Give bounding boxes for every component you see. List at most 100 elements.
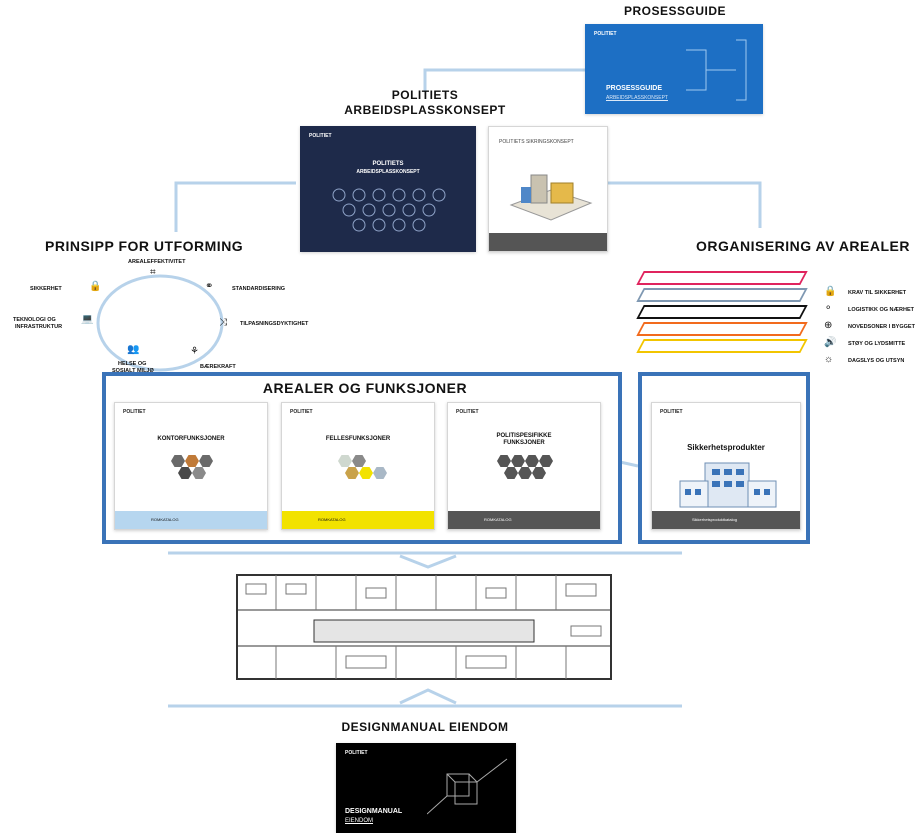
- romkatalog-label: ROMKATALOG: [151, 517, 179, 522]
- romkatalog-footer: ROMKATALOG: [282, 511, 434, 529]
- hex-cell: [338, 455, 352, 467]
- hex-cell: [359, 467, 373, 479]
- principles-circle: [96, 274, 224, 372]
- hex-cell: [185, 455, 199, 467]
- layer-novedsoner: [636, 305, 808, 319]
- kontor-title: KONTORFUNKSJONER: [157, 436, 225, 442]
- prosess-cover-title: PROSESSGUIDE: [606, 85, 663, 92]
- org-label-2: NOVEDSONER I BYGGET: [848, 324, 915, 330]
- cover-footer: [489, 233, 607, 251]
- hex-cell: [511, 455, 525, 467]
- skiring-cover-title: POLITIETS SIKRINGSKONSEPT: [499, 139, 574, 145]
- lock-icon: 🔒: [824, 286, 837, 297]
- sikkerhetsprodukter-cover[interactable]: POLITIET Sikkerhetsprodukter Sikkerhetsp…: [651, 402, 801, 530]
- hex-cell: [539, 455, 553, 467]
- hex-cell: [199, 455, 213, 467]
- hex-cell: [352, 455, 366, 467]
- hex-cell: [373, 467, 387, 479]
- prosessguide-cover[interactable]: POLITIET PROSESSGUIDE ARBEIDSPLASSKONSEP…: [585, 24, 763, 114]
- designmanual-heading: DESIGNMANUAL EIENDOM: [341, 720, 509, 734]
- hex-cell: [178, 467, 192, 479]
- prosessguide-heading: PROSESSGUIDE: [623, 4, 727, 18]
- cover-logo: POLITIET: [345, 750, 368, 756]
- principle-arealeffektivitet: AREALEFFEKTIVITET: [128, 259, 186, 265]
- sikringskonsept-cover[interactable]: POLITIETS SIKRINGSKONSEPT: [488, 126, 608, 252]
- sun-icon: ☼: [824, 354, 834, 365]
- hex-cell: [345, 467, 359, 479]
- felles-title: FELLESFUNKSJONER: [325, 436, 391, 442]
- principle-helse-2: SOSIALT MILJØ: [112, 368, 154, 374]
- arbeidsplass-heading-1: POLITIETS: [391, 88, 459, 102]
- designmanual-cover[interactable]: POLITIET DESIGNMANUAL EIENDOM: [336, 743, 516, 833]
- principle-baerekraft: BÆREKRAFT: [200, 364, 236, 370]
- cover-logo: POLITIET: [309, 133, 332, 139]
- sikkerhet-title: Sikkerhetsprodukter: [687, 443, 765, 452]
- lock-icon: 🔒: [89, 281, 102, 292]
- hex-cell: [525, 455, 539, 467]
- cover-logo: POLITIET: [290, 409, 313, 415]
- hex-cell: [532, 467, 546, 479]
- principle-teknologi-2: INFRASTRUKTUR: [15, 324, 63, 330]
- sikkerhet-frame: [638, 372, 810, 544]
- romkatalog-footer: ROMKATALOG: [115, 511, 267, 529]
- apk-cover-sub: ARBEIDSPLASSKONSEPT: [356, 169, 420, 175]
- sprout-icon: ⚘: [190, 346, 199, 357]
- cube-drawing-icon: [427, 758, 508, 815]
- prosess-cover-sub: ARBEIDSPLASSKONSEPT: [606, 95, 668, 101]
- arbeidsplasskonsept-cover[interactable]: POLITIET POLITIETS ARBEIDSPLASSKONSEPT: [300, 126, 476, 252]
- arealer-frame: [102, 372, 622, 544]
- hex-cell: [171, 455, 185, 467]
- cover-logo: POLITIET: [594, 31, 617, 37]
- org-label-4: DAGSLYS OG UTSYN: [848, 358, 905, 364]
- fellesfunksjoner-cover[interactable]: POLITIET FELLESFUNKSJONER ROMKATALOG: [281, 402, 435, 530]
- romkatalog-label: ROMKATALOG: [484, 517, 512, 522]
- cover-logo: POLITIET: [660, 409, 683, 415]
- building-icon: [679, 462, 777, 508]
- principle-standardisering: STANDARDISERING: [232, 286, 286, 292]
- romkatalog-footer: ROMKATALOG: [448, 511, 600, 529]
- cover-logo: POLITIET: [123, 409, 146, 415]
- design-cover-2: EIENDOM: [345, 818, 374, 824]
- org-label-3: STØY OG LYDSMITTE: [848, 341, 906, 347]
- hex-cell: [497, 455, 511, 467]
- sound-icon: 🔊: [824, 337, 837, 348]
- layer-stoy: [636, 322, 808, 336]
- design-cover-1: DESIGNMANUAL: [345, 808, 403, 815]
- corridor-drawing-icon: [686, 39, 747, 101]
- zones-icon: ⊕: [824, 320, 833, 331]
- arbeidsplass-heading-2: ARBEIDSPLASSKONSEPT: [344, 103, 506, 117]
- layer-sikkerhet: [636, 271, 808, 285]
- arrows-icon: ⤨: [219, 317, 227, 328]
- sikkerhet-footer-label: Sikkerhetsproduktkatalog: [692, 517, 737, 522]
- floorplan-icon: ⌗: [150, 267, 156, 278]
- apk-cover-title: POLITIETS: [372, 161, 404, 167]
- standardisering-icon: ⚭: [205, 281, 214, 292]
- sikkerhet-footer: Sikkerhetsproduktkatalog: [652, 511, 800, 529]
- prinsipp-heading: PRINSIPP FOR UTFORMING: [45, 238, 244, 254]
- principle-helse-1: HELSE OG: [118, 361, 147, 367]
- org-label-1: LOGISTIKK OG NÆRHET: [848, 307, 914, 313]
- people-icon: 👥: [127, 344, 140, 355]
- hex-cell: [192, 467, 206, 479]
- organisering-heading: ORGANISERING AV AREALER: [696, 238, 910, 254]
- network-icon: ⚬: [824, 303, 833, 314]
- kontorfunksjoner-cover[interactable]: POLITIET KONTORFUNKSJONER ROMKATALOG: [114, 402, 268, 530]
- org-label-0: KRAV TIL SIKKERHET: [848, 290, 907, 296]
- hex-cell: [504, 467, 518, 479]
- building-model-icon: [509, 174, 593, 221]
- floor-plan-drawing: [236, 574, 612, 680]
- layer-logistikk: [636, 288, 808, 302]
- cover-logo: POLITIET: [456, 409, 479, 415]
- principle-teknologi-1: TEKNOLOGI OG: [13, 317, 56, 323]
- principle-sikkerhet: SIKKERHET: [30, 286, 62, 292]
- laptop-icon: 💻: [81, 314, 94, 325]
- hexagon-pattern-icon: [332, 188, 446, 232]
- politi-title-1: POLITISPESIFIKKE: [496, 433, 552, 439]
- politi-title-2: FUNKSJONER: [503, 440, 545, 446]
- principle-tilpasning: TILPASNINGSDYKTIGHET: [240, 321, 309, 327]
- politispesifikke-cover[interactable]: POLITIET POLITISPESIFIKKE FUNKSJONER ROM…: [447, 402, 601, 530]
- layer-dagslys: [636, 339, 808, 353]
- arealer-heading: AREALER OG FUNKSJONER: [262, 380, 468, 396]
- hex-cell: [518, 467, 532, 479]
